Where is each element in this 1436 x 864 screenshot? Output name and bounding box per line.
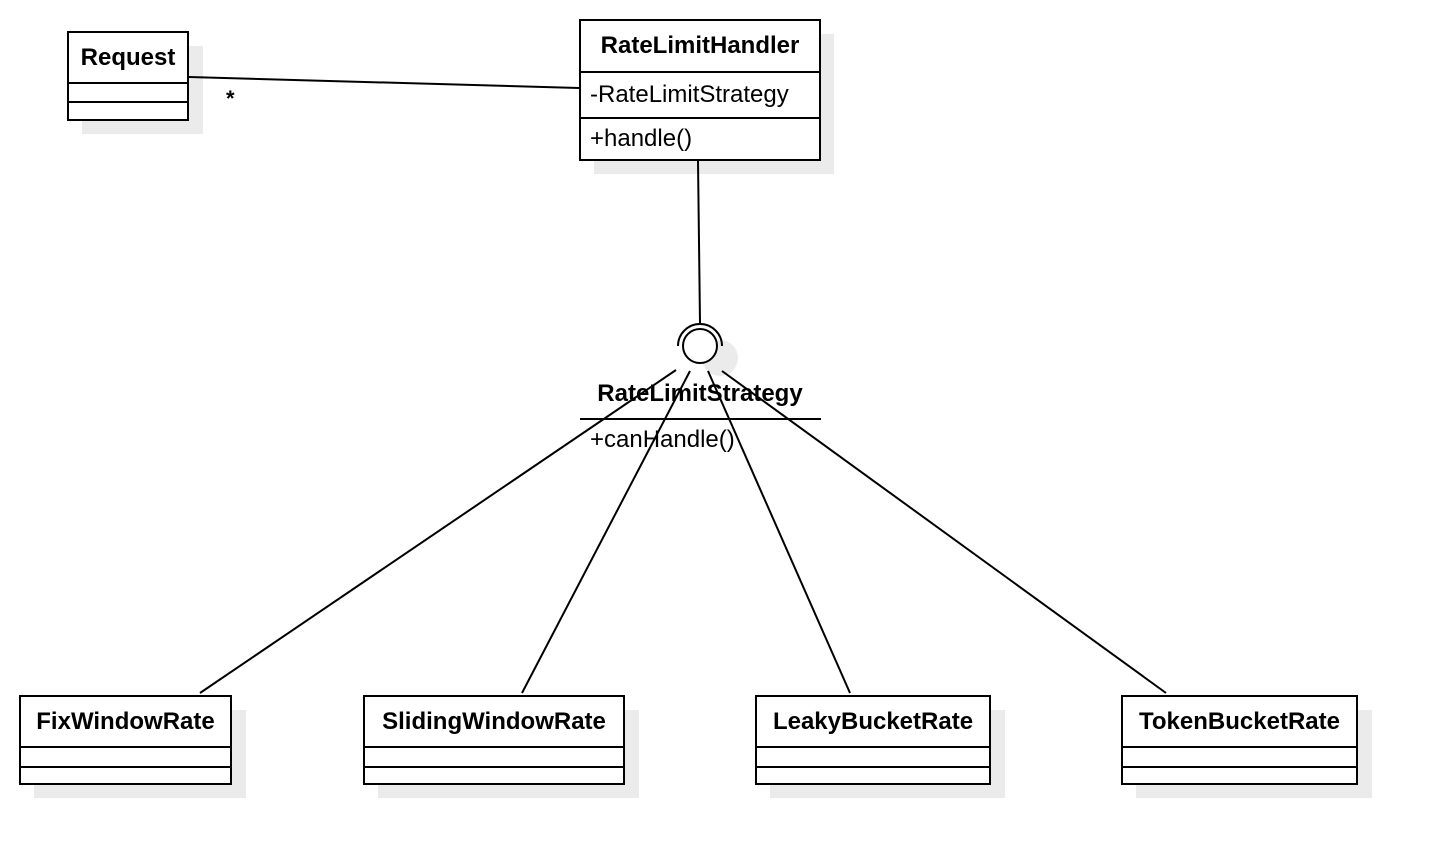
fix-window-rate-class-name: FixWindowRate (21, 697, 230, 748)
request-handler-association[interactable] (188, 76, 580, 89)
fix-window-rate-attributes-compartment (21, 748, 230, 768)
rate-limit-handler-class-name: RateLimitHandler (581, 21, 819, 73)
leaky-bucket-rate-attributes-compartment (757, 748, 989, 768)
fix-window-rate-operations-compartment (21, 768, 230, 783)
association-multiplicity-label: * (226, 86, 235, 111)
handler-requires-strategy-connector[interactable] (697, 160, 701, 324)
sliding-window-rate-class[interactable]: SlidingWindowRate (363, 695, 625, 785)
request-attributes-compartment (69, 84, 187, 103)
rate-limit-strategy-interface-operation: +canHandle() (590, 426, 735, 453)
token-bucket-rate-attributes-compartment (1123, 748, 1356, 768)
leaky-bucket-rate-class[interactable]: LeakyBucketRate (755, 695, 991, 785)
token-bucket-rate-operations-compartment (1123, 768, 1356, 783)
rate-limit-handler-class[interactable]: RateLimitHandler -RateLimitStrategy +han… (579, 19, 821, 161)
sliding-window-rate-attributes-compartment (365, 748, 623, 768)
request-operations-compartment (69, 103, 187, 119)
leaky-bucket-rate-operations-compartment (757, 768, 989, 783)
request-class[interactable]: Request (67, 31, 189, 121)
fix-window-rate-class[interactable]: FixWindowRate (19, 695, 232, 785)
leaky-bucket-rate-class-name: LeakyBucketRate (757, 697, 989, 748)
rate-limit-handler-attribute: -RateLimitStrategy (581, 73, 819, 119)
rate-limit-strategy-interface-divider (580, 418, 821, 420)
sliding-window-rate-operations-compartment (365, 768, 623, 783)
request-class-name: Request (69, 33, 187, 84)
token-bucket-rate-class[interactable]: TokenBucketRate (1121, 695, 1358, 785)
rate-limit-handler-operation: +handle() (590, 125, 693, 152)
rate-limit-strategy-interface-name: RateLimitStrategy (597, 380, 803, 407)
token-bucket-rate-class-name: TokenBucketRate (1123, 697, 1356, 748)
interface-lollipop-shadow (702, 340, 738, 376)
sliding-window-rate-class-name: SlidingWindowRate (365, 697, 623, 748)
